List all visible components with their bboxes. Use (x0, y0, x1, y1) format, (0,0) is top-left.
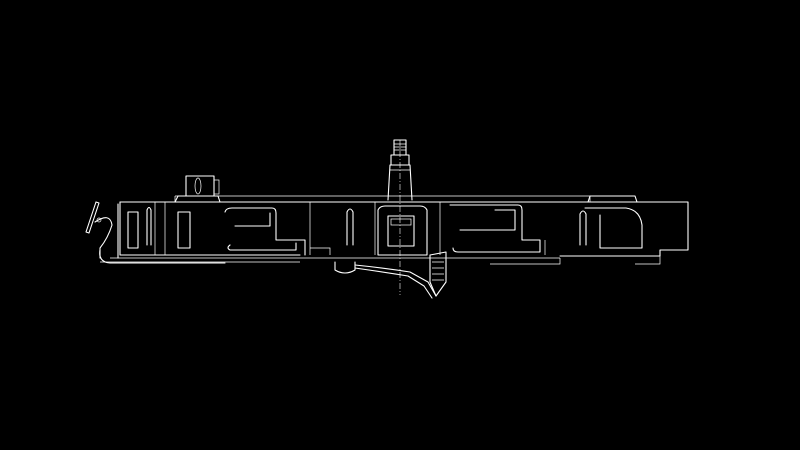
lower-arm (334, 251, 447, 299)
slots (224, 204, 643, 256)
pins (127, 206, 587, 249)
center-stem (387, 139, 413, 295)
left-block (185, 175, 220, 197)
left-latch (85, 201, 113, 259)
